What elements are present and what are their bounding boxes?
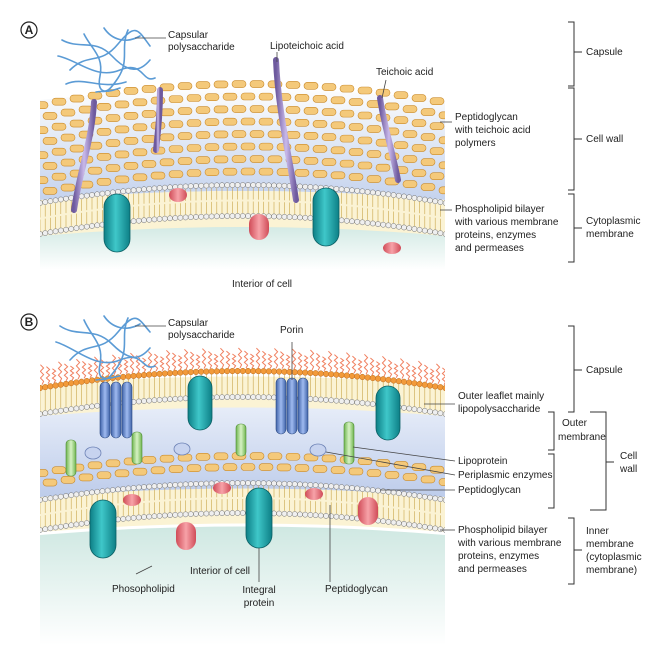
outer-leaflet-label-1: Outer leaflet mainly: [458, 391, 544, 402]
periplasmic-enzymes-label: Periplasmic enzymes: [458, 470, 552, 481]
porin-1: [99, 381, 133, 439]
panel-b-badge: [20, 313, 38, 331]
peptidoglycan-layer-b: [40, 452, 445, 487]
panel-a-badge: [20, 21, 38, 39]
lipopolysaccharide-fringe: [40, 347, 445, 386]
periplasmic-enzyme-3: [309, 443, 327, 457]
capsular-polysaccharide-label-a-2: polysaccharide: [168, 42, 235, 53]
panel-b: B Capsular polysaccharide Porin Outer le…: [20, 313, 642, 645]
brackets-a: [568, 21, 582, 263]
outer-membrane-protein-2: [375, 385, 401, 441]
inner-enzyme-2: [358, 497, 378, 525]
peptidoglycan-layer-a: [40, 80, 445, 195]
outer-leaflet-label-2: lipopolysaccharide: [458, 404, 541, 415]
integral-protein-label-2: protein: [244, 598, 275, 609]
inner-peripheral-protein-3: [305, 488, 323, 500]
brackets-b: [548, 325, 614, 585]
bilayer-label-b-4: and permeases: [458, 564, 527, 575]
peptidoglycan-label-b-right: Peptidoglycan: [458, 485, 521, 496]
bilayer-label-b-3: proteins, enzymes: [458, 551, 539, 562]
lipoteichoic-acid-chains: [71, 57, 299, 213]
leader-lines-a: [135, 37, 452, 211]
inner-membrane-bracket-label-1: Inner: [586, 526, 609, 537]
periplasmic-enzyme-2: [173, 442, 191, 456]
outer-membrane-protein-1: [187, 375, 213, 431]
porin-label: Porin: [280, 325, 303, 336]
capsule-bracket-label-a: Capsule: [586, 47, 623, 58]
inner-membrane-bracket-label-3: (cytoplasmic: [586, 552, 642, 563]
interior-of-cell-region-a: [40, 223, 445, 270]
peripheral-protein-a2: [383, 242, 401, 254]
panel-b-letter: B: [25, 315, 34, 329]
lipoteichoic-acid-label: Lipoteichoic acid: [270, 41, 344, 52]
interior-of-cell-label-b: Interior of cell: [190, 566, 250, 577]
bilayer-label-a-3: proteins, enzymes: [455, 230, 536, 241]
interior-of-cell-label-a: Interior of cell: [232, 279, 292, 290]
capsular-polysaccharide-b: [55, 315, 156, 381]
panel-a: Interior of cell A Capsular polysacchari…: [20, 21, 640, 290]
capsule-bracket-label-b: Capsule: [586, 365, 623, 376]
integral-protein-label-1: Integral: [242, 585, 275, 596]
outer-membrane-bracket-label-1: Outer: [562, 418, 588, 429]
peptidoglycan-label-a-3: polymers: [455, 138, 496, 149]
peptidoglycan-label-b-bottom: Peptidoglycan: [325, 584, 388, 595]
cytoplasmic-membrane-bracket-label-1: Cytoplasmic: [586, 216, 640, 227]
inner-integral-protein-1: [89, 499, 117, 559]
capsular-polysaccharide-label-b-1: Capsular: [168, 318, 209, 329]
bilayer-label-a-1: Phospholipid bilayer: [455, 204, 545, 215]
periplasmic-enzyme-1: [84, 446, 102, 460]
peptidoglycan-label-a-1: Peptidoglycan: [455, 112, 518, 123]
interior-of-cell-region-b: [40, 526, 445, 645]
outer-membrane-bracket-label-2: membrane: [558, 432, 606, 443]
teichoic-acid-label: Teichoic acid: [376, 67, 433, 78]
integral-protein-a2: [312, 187, 340, 247]
lipoprotein-4: [343, 421, 355, 465]
bilayer-label-b-2: with various membrane: [457, 538, 562, 549]
lipoprotein-1: [65, 439, 77, 477]
cell-wall-bracket-label-b-2: wall: [619, 464, 637, 475]
capsular-polysaccharide-label-b-2: polysaccharide: [168, 330, 235, 341]
integral-protein-b: [245, 487, 273, 549]
lipoprotein-2: [131, 431, 143, 465]
panel-a-letter: A: [25, 23, 34, 37]
lipoprotein-label: Lipoprotein: [458, 456, 507, 467]
cell-wall-bracket-label-b-1: Cell: [620, 451, 637, 462]
cell-wall-bracket-label-a: Cell wall: [586, 134, 623, 145]
inner-peripheral-protein-1: [123, 494, 141, 506]
inner-membrane-bracket-label-4: membrane): [586, 565, 637, 576]
teichoic-acid-chains: [153, 87, 401, 183]
enzyme-protein-a: [249, 214, 269, 240]
capsular-polysaccharide-label-a-1: Capsular: [168, 30, 209, 41]
lipoprotein-3: [235, 423, 247, 457]
inner-membrane-bracket-label-2: membrane: [586, 539, 634, 550]
leader-lines-b: [135, 325, 456, 582]
cytoplasmic-membrane-bracket-label-2: membrane: [586, 229, 634, 240]
peptidoglycan-label-a-2: with teichoic acid: [454, 125, 531, 136]
porin-2: [275, 377, 309, 435]
bilayer-label-a-4: and permeases: [455, 243, 524, 254]
inner-peripheral-protein-2: [213, 482, 231, 494]
bilayer-label-b-1: Phospholipid bilayer: [458, 525, 548, 536]
peripheral-protein-a1: [169, 188, 187, 202]
bilayer-label-a-2: with various membrane: [454, 217, 559, 228]
inner-enzyme-1: [176, 522, 196, 550]
integral-protein-a1: [103, 193, 131, 253]
phospholipid-label: Phosopholipid: [112, 584, 175, 595]
capsular-polysaccharide-a: [57, 27, 156, 93]
